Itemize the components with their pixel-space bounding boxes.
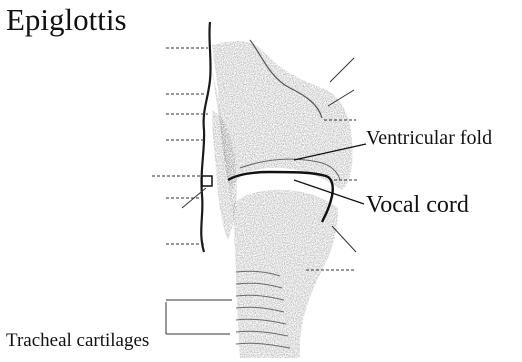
- vocal-cord-label: Vocal cord: [366, 193, 469, 217]
- thyroid-edge: [201, 22, 210, 252]
- ventricular-fold-label: Ventricular fold: [366, 128, 492, 148]
- tracheal-cartilages-label: Tracheal cartilages: [6, 331, 149, 350]
- laryngeal-ventricle: [202, 176, 212, 186]
- epiglottis-label: Epiglottis: [6, 4, 127, 35]
